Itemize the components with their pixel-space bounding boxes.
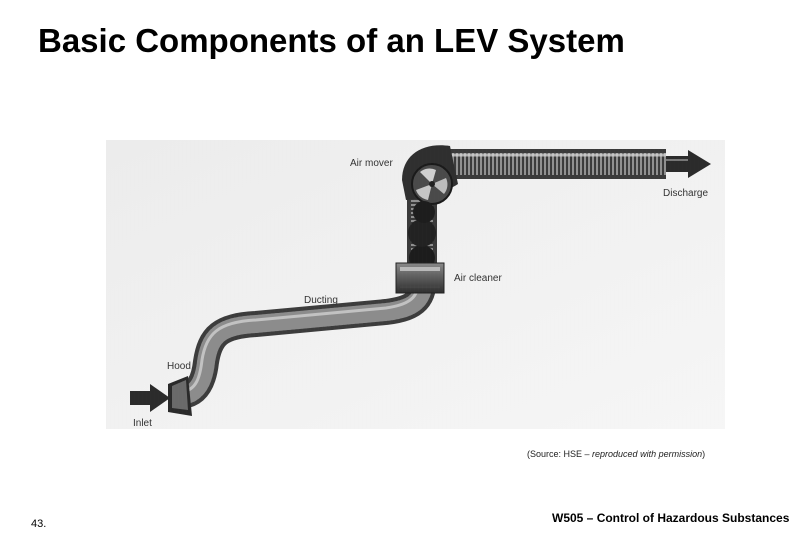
slide-number: 43.: [31, 518, 47, 530]
caption-suffix: ): [702, 449, 706, 459]
slide-title: Basic Components of an LEV System: [38, 22, 625, 59]
label-inlet: Inlet: [133, 418, 152, 429]
lev-diagram-svg: Air mover Discharge Air cleaner Ducting …: [106, 140, 725, 429]
footer-course-title: W505 – Control of Hazardous Substances: [552, 511, 790, 525]
caption-emphasis: reproduced with permission: [592, 449, 703, 459]
figure-caption: (Source: HSE – reproduced with permissio…: [527, 449, 705, 459]
caption-prefix: (Source: HSE –: [527, 449, 593, 459]
label-discharge: Discharge: [663, 188, 708, 199]
lev-system-diagram: Air mover Discharge Air cleaner Ducting …: [106, 140, 725, 429]
label-ducting: Ducting: [304, 295, 338, 306]
label-air-mover: Air mover: [350, 158, 393, 169]
label-air-cleaner: Air cleaner: [454, 273, 502, 284]
label-hood: Hood: [167, 361, 191, 372]
